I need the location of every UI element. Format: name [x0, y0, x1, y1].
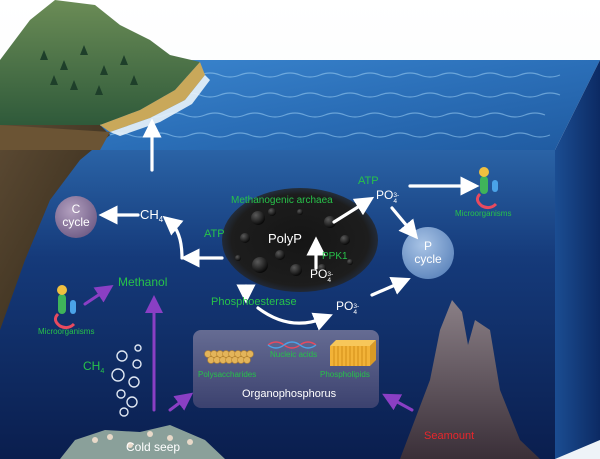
ch4-base: CH [140, 207, 159, 222]
po4-lower-sub: 4 [353, 309, 358, 316]
seep-organisms [92, 431, 193, 448]
p-cycle-circle [402, 227, 454, 279]
ch4-seep-base: CH [83, 359, 101, 373]
beach [100, 62, 205, 132]
ppk1-label: PPK1 [322, 251, 348, 262]
p-cycle-label: P cycle [412, 240, 444, 266]
organophosphorus-label: Organophosphorus [242, 388, 337, 400]
c-cycle-circle [55, 196, 97, 238]
po4-right-label: PO3-4 [376, 189, 399, 205]
polysaccharide-icon [204, 350, 254, 364]
flow-arrows [98, 118, 480, 331]
po4-inner-base: PO [310, 267, 328, 281]
nucleic-acids-label: Nucleic acids [270, 350, 318, 359]
p-cycle-top: P [423, 239, 432, 253]
foam [110, 75, 210, 136]
seamount [400, 300, 540, 459]
polyp-label: PolyP [268, 231, 302, 246]
phospholipids-label: Phospholipids [320, 370, 370, 379]
po4-inner-sup: 3- [327, 270, 334, 278]
c-cycle-bottom: cycle [62, 215, 90, 229]
cold-seep-label: Cold seep [126, 440, 181, 454]
ch4-seep-label: CH4 [83, 360, 104, 374]
continental-slope [0, 125, 110, 330]
po4-right-sub: 4 [393, 198, 398, 205]
methane-bubble-icon [111, 344, 142, 417]
po4-right-sup: 3- [393, 191, 400, 199]
p-cycle-bottom: cycle [414, 252, 442, 266]
methanol-label: Methanol [118, 275, 168, 289]
methanogenic-archaea-label: Methanogenic archaea [231, 195, 333, 206]
ch4-sub: 4 [158, 215, 164, 224]
c-cycle-label: C cycle [62, 203, 90, 229]
nucleic-acid-icon [267, 341, 317, 349]
polyp-granules [235, 208, 353, 276]
po4-lower-base: PO [336, 299, 354, 313]
microorganisms-right-label: Microorganisms [455, 209, 512, 218]
microorganisms-left-label: Microorganisms [38, 327, 95, 336]
land-front-edge [0, 125, 110, 150]
phospholipid-icon [330, 340, 376, 366]
microorganism-icon-right [475, 167, 498, 210]
ocean-side [555, 60, 600, 459]
mountain [0, 0, 200, 125]
po4-inner-label: PO3-4 [310, 268, 333, 284]
atp-left-label: ATP [204, 228, 225, 240]
purple-arrows [83, 285, 414, 412]
po4-inner-sub: 4 [327, 277, 332, 284]
atp-right-label: ATP [358, 175, 379, 187]
phosphoesterase-label: Phosphoesterase [211, 296, 297, 308]
po4-right-base: PO [376, 188, 394, 202]
surface-waves [109, 72, 561, 138]
cold-seep-rocks [60, 425, 225, 459]
polysaccharides-label: Polysaccharides [198, 370, 257, 379]
ocean-surface [90, 60, 600, 150]
ch4-label: CH4 [140, 208, 163, 224]
microorganism-icon [53, 285, 76, 330]
po4-lower-label: PO3-4 [336, 300, 359, 316]
po4-lower-sup: 3- [353, 302, 360, 310]
c-cycle-top: C [71, 202, 81, 216]
seamount-label: Seamount [424, 430, 475, 442]
ch4-seep-sub: 4 [100, 366, 105, 375]
mountain-trees [40, 45, 138, 95]
